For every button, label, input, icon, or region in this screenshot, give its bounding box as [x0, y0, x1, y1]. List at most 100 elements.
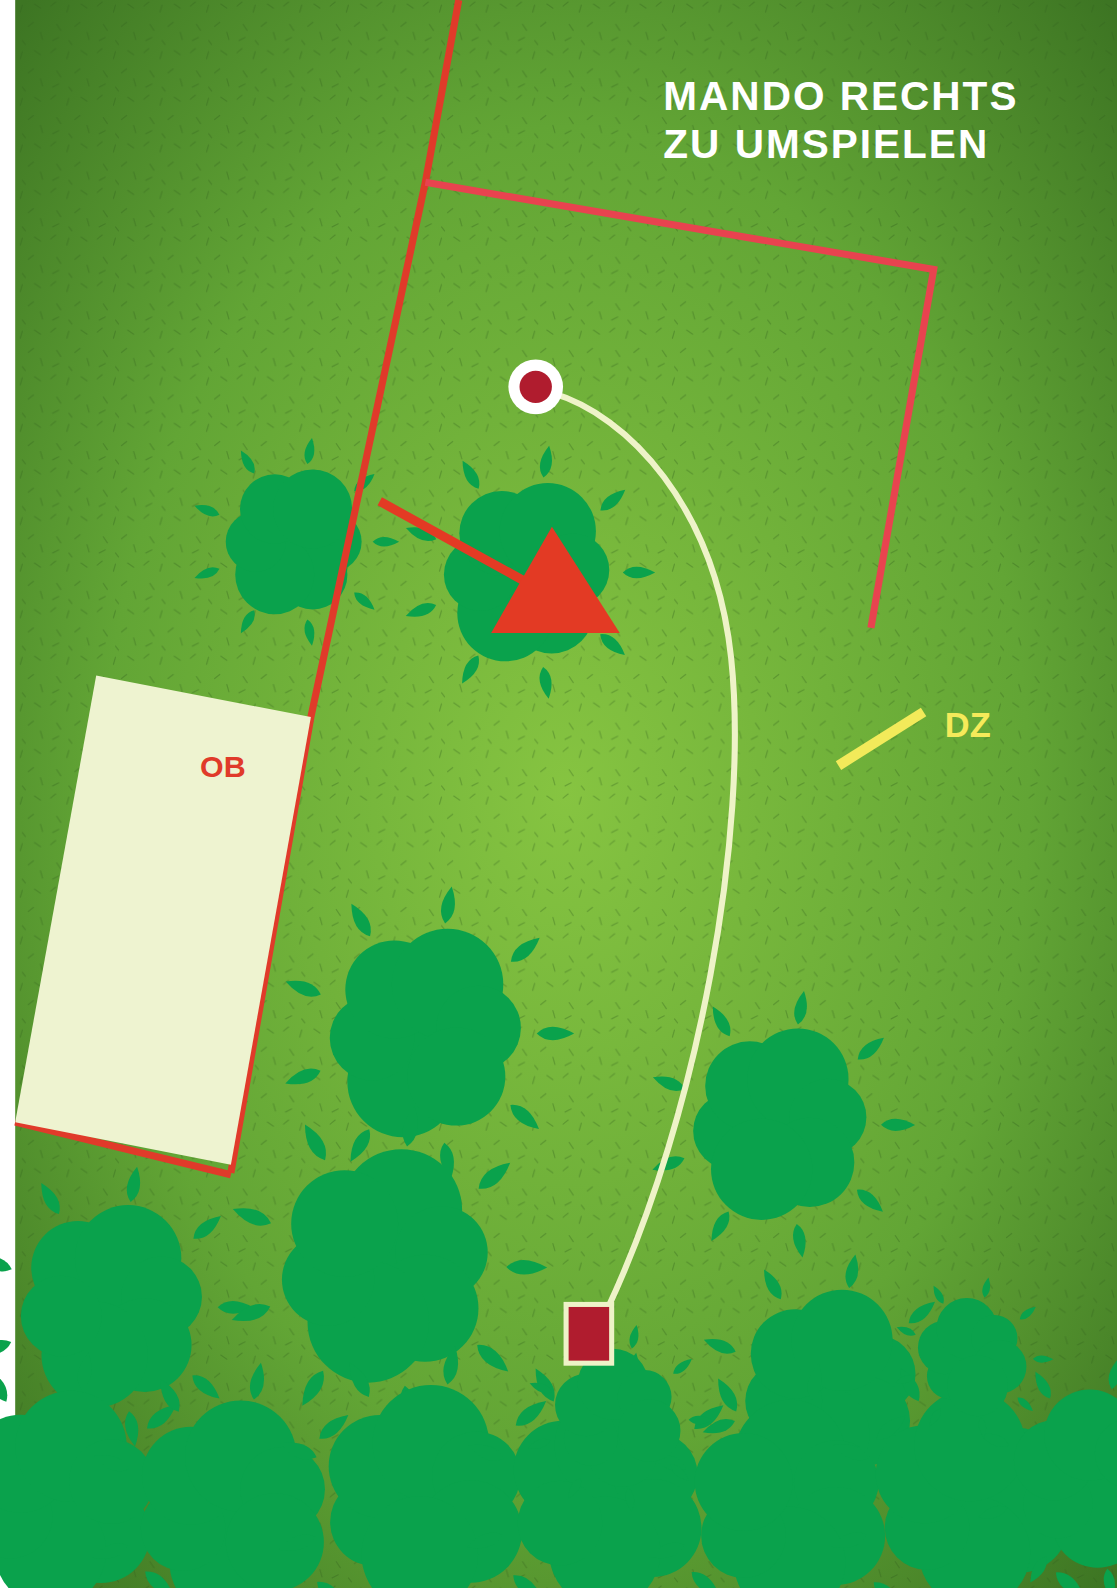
leaf	[706, 1209, 734, 1245]
leaf	[702, 1334, 738, 1357]
tree-crown	[362, 1496, 478, 1588]
leaf	[528, 1379, 553, 1396]
leaf	[303, 619, 317, 647]
leaf	[792, 990, 810, 1026]
leaf	[538, 445, 555, 479]
ob-line	[231, 0, 459, 1173]
leaf	[1033, 1355, 1054, 1363]
tree-crown	[791, 1290, 892, 1391]
tree-crown	[518, 1481, 603, 1566]
tree	[193, 437, 399, 647]
leaf	[466, 1439, 506, 1465]
tree	[283, 885, 574, 1180]
tree-crown	[273, 469, 352, 548]
leaf	[276, 1530, 318, 1556]
leaf	[283, 975, 323, 1000]
tree	[404, 445, 655, 700]
leaf	[0, 1251, 14, 1275]
leaf	[509, 1570, 548, 1588]
leaf	[537, 666, 554, 700]
leaf	[853, 1185, 887, 1216]
leaf	[373, 537, 400, 546]
tee-pad	[566, 1304, 612, 1363]
tree	[229, 1105, 547, 1427]
leaf	[671, 1356, 695, 1377]
leaf	[229, 1300, 272, 1327]
leaf	[1051, 1567, 1088, 1588]
leaf	[623, 567, 655, 579]
leaf	[759, 1267, 786, 1303]
tree-crown	[618, 1399, 680, 1461]
leaf	[193, 501, 221, 519]
leaf	[0, 1366, 12, 1405]
leaf	[1015, 1395, 1035, 1414]
hole-note: MANDO RECHTS ZU UMSPIELEN	[663, 73, 1048, 168]
leaf	[441, 1345, 462, 1386]
leaf	[647, 1539, 687, 1564]
leaf	[1018, 1304, 1039, 1322]
leaf	[527, 1436, 552, 1452]
leaf	[791, 1223, 809, 1259]
zone-label: OB	[200, 749, 246, 783]
flight-path	[552, 393, 735, 1309]
leaf	[506, 1100, 543, 1134]
leaf	[404, 600, 438, 622]
leaf	[283, 1064, 323, 1089]
leaf	[854, 1033, 888, 1064]
leaf	[400, 1105, 422, 1148]
tree-crown	[695, 1433, 793, 1531]
leaf	[831, 1439, 871, 1465]
tree	[527, 1324, 713, 1512]
leaf	[977, 1503, 1010, 1523]
leaf	[439, 885, 459, 924]
grass-ground	[15, 0, 1117, 1588]
drop-zone	[839, 712, 924, 766]
leaf	[687, 1567, 724, 1588]
leaf	[472, 1339, 513, 1377]
leaf	[981, 1277, 992, 1298]
leaf	[351, 589, 377, 613]
leaf	[247, 1362, 267, 1401]
leaf	[313, 1577, 350, 1588]
tree-crown	[69, 1439, 154, 1524]
mando-line	[425, 182, 933, 628]
trees	[0, 437, 1117, 1588]
tree-crown	[291, 1170, 398, 1277]
tree	[650, 990, 915, 1259]
leaf	[1031, 1369, 1055, 1401]
leaf	[0, 1336, 13, 1360]
leaf	[36, 1180, 65, 1217]
mando-arrowhead	[491, 527, 620, 633]
leaf	[193, 564, 221, 582]
leaf	[299, 1121, 332, 1164]
tree	[894, 1277, 1053, 1438]
leaf	[668, 1462, 691, 1484]
leaf	[465, 1529, 505, 1554]
boundaries	[15, 0, 934, 1175]
leaf	[895, 1324, 917, 1338]
basket	[508, 360, 563, 415]
leaf	[805, 1362, 825, 1401]
leaf	[155, 1376, 185, 1415]
leaf	[712, 1375, 742, 1414]
leaf	[881, 1119, 915, 1131]
zone-outline	[15, 668, 319, 1174]
leaf	[597, 485, 629, 515]
leaf	[624, 1487, 636, 1512]
out-of-bounds-zone: OB	[15, 668, 319, 1174]
leaf	[303, 437, 317, 465]
leaf	[506, 1260, 547, 1275]
zone-shape	[15, 676, 311, 1165]
leaf	[296, 1367, 329, 1410]
leaf	[278, 1437, 320, 1464]
leaf	[230, 1202, 273, 1230]
leaf	[927, 1407, 944, 1428]
leaf	[565, 1476, 585, 1501]
tree-crown	[947, 1355, 1008, 1416]
leaf	[474, 1157, 515, 1194]
tree-crown	[21, 1276, 102, 1357]
tree-crown	[226, 1493, 324, 1588]
leaf	[344, 1359, 375, 1400]
leaf	[75, 1351, 95, 1390]
leaf	[458, 458, 484, 492]
